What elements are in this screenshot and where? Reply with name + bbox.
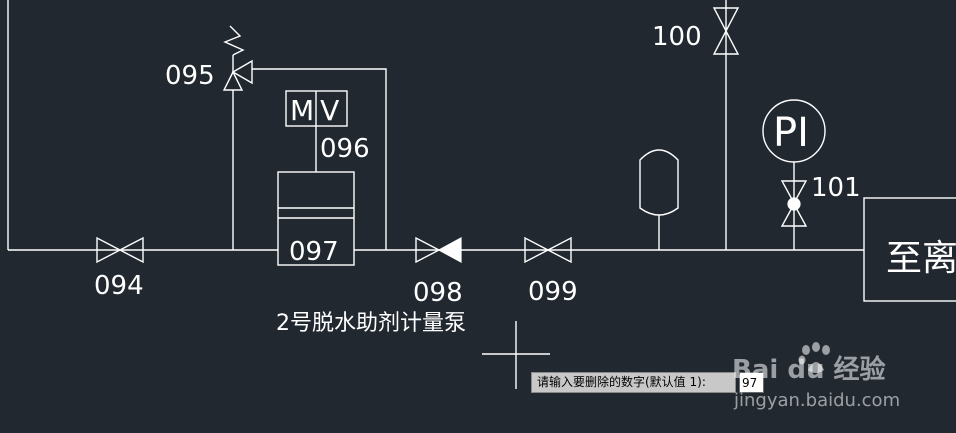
valve-096-label: 096: [320, 134, 370, 164]
valve-101: [780, 180, 808, 227]
valve-100: [712, 7, 740, 55]
valve-095-label: 095: [165, 61, 215, 91]
valve-099: [524, 236, 572, 264]
check-valve-098: [415, 236, 462, 264]
command-input-field[interactable]: [739, 372, 764, 393]
valve-094-label: 094: [94, 271, 144, 301]
valve-101-label: 101: [811, 173, 861, 203]
pulsation-dampener: [639, 149, 679, 250]
pump-caption: 2号脱水助剂计量泵: [276, 311, 466, 336]
valve-098-label: 098: [413, 278, 463, 308]
command-prompt-tooltip: 请输入要删除的数字(默认值 1):: [531, 372, 736, 393]
metering-pump-097: [277, 171, 355, 266]
solenoid-mv-label: MV: [290, 94, 345, 127]
pump-097-label: 097: [289, 237, 339, 267]
pressure-indicator-label: PI: [773, 110, 809, 156]
relief-valve-095: [222, 25, 253, 91]
valve-099-label: 099: [528, 277, 578, 307]
crosshair-cursor: [482, 321, 550, 389]
destination-label: 至离心: [886, 238, 956, 279]
valve-100-label: 100: [652, 22, 702, 52]
destination-box: [863, 197, 956, 302]
relief-return-pipe: [252, 68, 387, 250]
valve-094: [96, 236, 144, 264]
